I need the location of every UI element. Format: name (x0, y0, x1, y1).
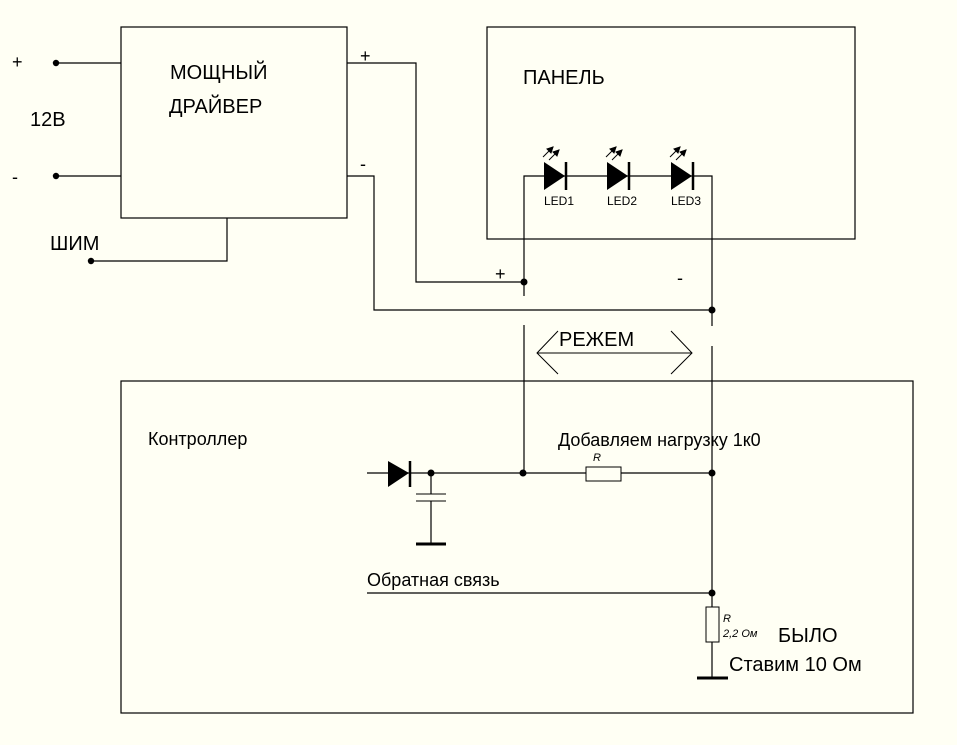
load-resistor-label: R (593, 452, 601, 464)
led2-diode-icon (607, 162, 628, 190)
panel-plus-label: + (495, 264, 506, 284)
panel-title: ПАНЕЛЬ (523, 67, 605, 89)
load-note: Добавляем нагрузку 1к0 (558, 430, 761, 450)
controller-title: Контроллер (148, 429, 247, 449)
pwm-wire (91, 218, 228, 262)
led1-label: LED1 (544, 194, 574, 208)
voltage-label: 12В (30, 109, 66, 131)
sense-resistor-label: R (723, 613, 731, 625)
cut-arrow-left-icon (536, 330, 559, 375)
capacitor-icon (416, 493, 446, 502)
pwm-label: ШИМ (50, 233, 99, 255)
junction-load-minus (708, 469, 716, 477)
junction-minus-top (708, 306, 716, 314)
sense-resistor-value: 2,2 Ом (722, 628, 758, 640)
driver-title-line2: ДРАЙВЕР (169, 94, 262, 118)
load-resistor-icon (585, 466, 622, 482)
led1: LED1 (542, 146, 574, 208)
cut-marker: РЕЖЕМ (536, 329, 693, 375)
feedback-label: Обратная связь (367, 570, 500, 590)
sense-resistor-icon (705, 606, 720, 643)
controller-block (120, 380, 914, 714)
panel-minus-label: - (677, 268, 683, 288)
junction-plus-top (520, 278, 528, 286)
driver-out-plus-label: + (360, 46, 371, 66)
led2-label: LED2 (607, 194, 637, 208)
led1-emission-arrows-icon (542, 146, 560, 161)
led2-emission-arrows-icon (605, 146, 623, 161)
was-note: БЫЛО (778, 625, 838, 647)
input-plus-label: + (12, 52, 23, 72)
led3-label: LED3 (671, 194, 701, 208)
led3: LED3 (669, 146, 701, 208)
driver-block (120, 26, 348, 219)
cut-arrow-right-icon (670, 330, 693, 375)
driver-title-line1: МОЩНЫЙ (170, 60, 268, 84)
led2: LED2 (605, 146, 637, 208)
junction-feedback (708, 589, 716, 597)
rectifier-diode-icon (388, 461, 409, 487)
driver-minus-wire (347, 175, 712, 311)
driver-out-minus-label: - (360, 154, 366, 174)
led3-diode-icon (671, 162, 692, 190)
panel-block (486, 26, 856, 240)
junction-load-plus (519, 469, 527, 477)
input-minus-label: - (12, 167, 18, 187)
cut-label: РЕЖЕМ (559, 329, 634, 351)
pwm-terminal (87, 257, 95, 265)
led3-emission-arrows-icon (669, 146, 687, 161)
new-value-note: Ставим 10 Ом (729, 654, 862, 676)
driver-plus-wire (347, 62, 524, 283)
led1-diode-icon (544, 162, 565, 190)
